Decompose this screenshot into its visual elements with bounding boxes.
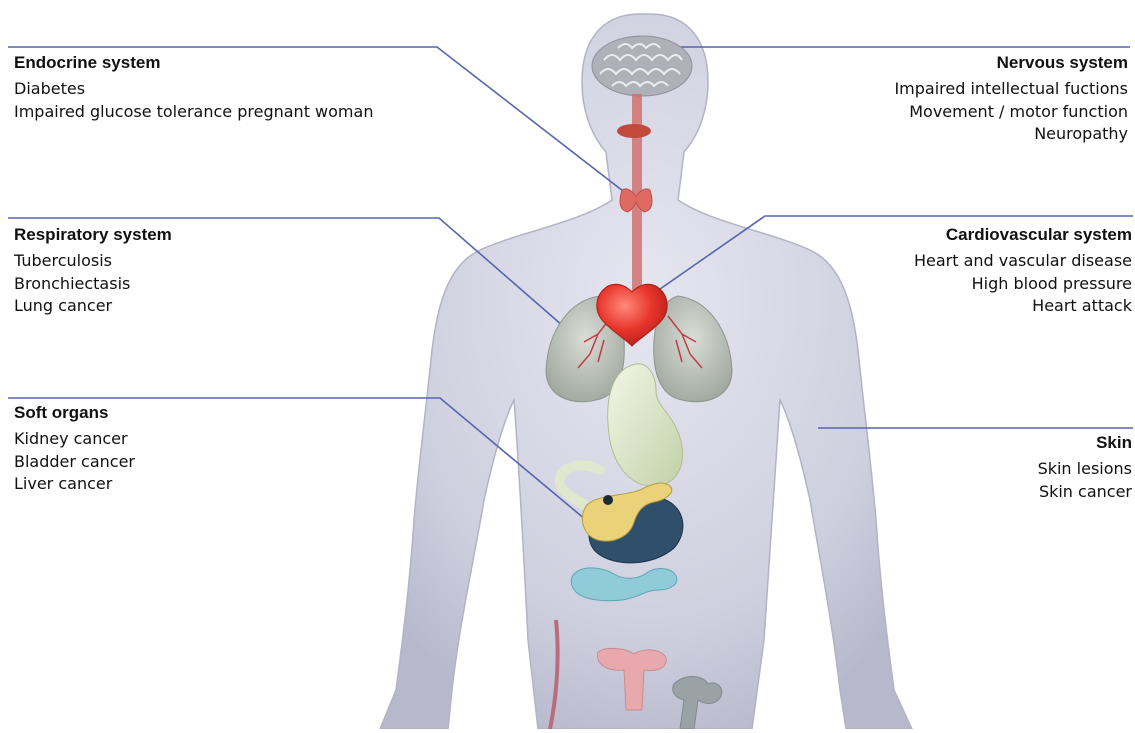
skin-item: Skin lesions bbox=[1038, 458, 1132, 481]
brain-organ bbox=[592, 36, 692, 96]
soft-organs-item: Liver cancer bbox=[14, 473, 135, 496]
soft-organs-item: Bladder cancer bbox=[14, 451, 135, 474]
endocrine-item: Impaired glucose tolerance pregnant woma… bbox=[14, 101, 373, 124]
nervous-title: Nervous system bbox=[894, 52, 1128, 74]
respiratory-item: Lung cancer bbox=[14, 295, 172, 318]
cardiovascular-title: Cardiovascular system bbox=[914, 224, 1132, 246]
soft-organs-item: Kidney cancer bbox=[14, 428, 135, 451]
nervous-item: Movement / motor function bbox=[894, 101, 1128, 124]
nervous-item: Impaired intellectual fuctions bbox=[894, 78, 1128, 101]
skin-item: Skin cancer bbox=[1038, 481, 1132, 504]
respiratory-title: Respiratory system bbox=[14, 224, 172, 246]
mouth bbox=[617, 124, 651, 138]
cardiovascular-item: High blood pressure bbox=[914, 273, 1132, 296]
endocrine-item: Diabetes bbox=[14, 78, 373, 101]
endocrine-title: Endocrine system bbox=[14, 52, 373, 74]
soft-organs-label-block: Soft organs Kidney cancer Bladder cancer… bbox=[14, 402, 135, 496]
respiratory-item: Bronchiectasis bbox=[14, 273, 172, 296]
cardiovascular-item: Heart and vascular disease bbox=[914, 250, 1132, 273]
cardiovascular-label-block: Cardiovascular system Heart and vascular… bbox=[914, 224, 1132, 318]
nervous-label-block: Nervous system Impaired intellectual fuc… bbox=[894, 52, 1128, 146]
skin-label-block: Skin Skin lesions Skin cancer bbox=[1038, 432, 1132, 503]
respiratory-item: Tuberculosis bbox=[14, 250, 172, 273]
cardiovascular-item: Heart attack bbox=[914, 295, 1132, 318]
soft-organs-title: Soft organs bbox=[14, 402, 135, 424]
endocrine-label-block: Endocrine system Diabetes Impaired gluco… bbox=[14, 52, 373, 123]
nervous-item: Neuropathy bbox=[894, 123, 1128, 146]
respiratory-label-block: Respiratory system Tuberculosis Bronchie… bbox=[14, 224, 172, 318]
skin-title: Skin bbox=[1038, 432, 1132, 454]
